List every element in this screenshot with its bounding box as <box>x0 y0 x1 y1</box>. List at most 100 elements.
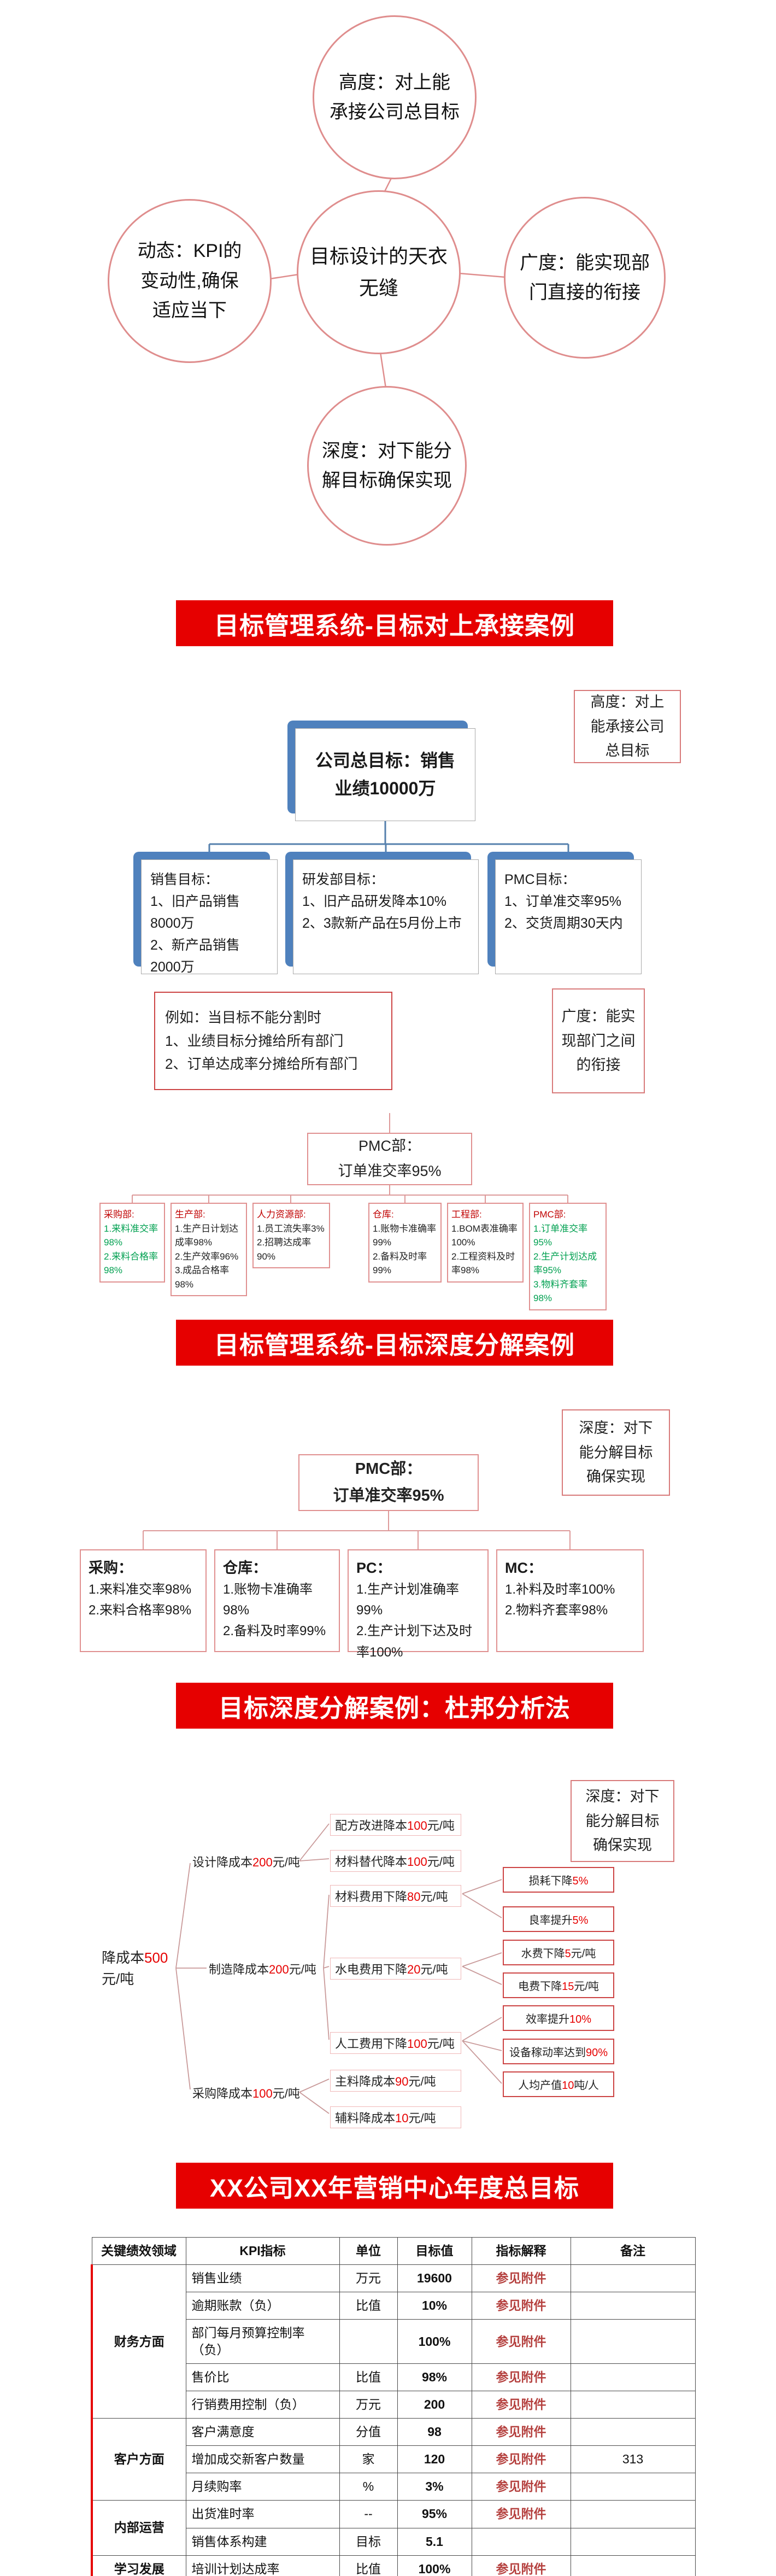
explain-cell: 参见附件 <box>471 2319 571 2364</box>
pmc-child-items: 1.生产日计划达成率98% 2.生产效率96% 3.成品合格率98% <box>175 1223 239 1290</box>
group-cell-learning: 学习发展 <box>91 2555 186 2576</box>
pmc-child-purchasing: 采购部: 1.来料准交率98% 2.来料合格率98% <box>99 1203 165 1283</box>
kpi-cell: 增加成交新客户数量 <box>185 2445 340 2474</box>
note-box: 例如：当目标不能分割时 1、业绩目标分摊给所有部门 2、订单达成率分摊给所有部门 <box>154 992 392 1090</box>
node-post: 元/吨 <box>427 2037 455 2051</box>
unit-cell: 比值 <box>339 2555 398 2576</box>
table-header-row: 关键绩效领域 KPI指标 单位 目标值 指标解释 备注 <box>91 2237 696 2265</box>
node-pre: 材料替代降本 <box>335 1855 408 1869</box>
depth-box-title: 仓库： <box>223 1560 267 1576</box>
dupont-l4-efficiency: 效率提升10% <box>503 2005 614 2031</box>
kpi-cell: 销售业绩 <box>185 2264 340 2293</box>
explain-cell <box>471 2527 571 2556</box>
dupont-l4-water: 水费下降5元/吨 <box>503 1940 614 1965</box>
note-cell <box>570 2500 696 2528</box>
circle-dynamic: 动态：KPI的 变动性,确保 适应当下 <box>108 199 272 363</box>
depth-box-purchasing: 采购： 1.来料准交率98% 2.来料合格率98% <box>80 1549 207 1652</box>
pmc-child-production: 生产部: 1.生产日计划达成率98% 2.生产效率96% 3.成品合格率98% <box>171 1203 247 1296</box>
tag-depth-label-1: 深度：对下 能分解目标 确保实现 <box>562 1409 670 1496</box>
pmc-child-pmc: PMC部: 1.订单准交率95% 2.生产计划达成率95% 3.物料齐套率98% <box>529 1203 607 1310</box>
node-pre: 损耗下降 <box>528 1875 573 1887</box>
pmc-child-title: 工程部: <box>451 1209 482 1220</box>
node-num: 90 <box>395 2075 409 2088</box>
node-pre: 效率提升 <box>525 2013 569 2025</box>
dept-goal-sales: 销售目标： 1、旧产品销售8000万 2、新产品销售2000万 <box>133 852 278 975</box>
pmc-child-title: 人力资源部: <box>257 1209 306 1220</box>
node-num: 5% <box>572 1915 589 1927</box>
node-num: 200 <box>252 1855 273 1869</box>
dupont-l4-yield: 良率提升5% <box>503 1906 614 1932</box>
pmc-child-engineering: 工程部: 1.BOM表准确率100% 2.工程资料及时率98% <box>447 1203 524 1283</box>
dupont-l4-electricity: 电费下降15元/吨 <box>503 1972 614 1998</box>
dupont-l4-output-per-capita: 人均产值10吨/人 <box>503 2071 614 2097</box>
banner-goal-alignment: 目标管理系统-目标对上承接案例 <box>176 600 613 646</box>
dupont-root-num: 500 <box>144 1949 168 1966</box>
dupont-root: 降成本500元/吨 <box>102 1947 178 1990</box>
unit-cell: 比值 <box>339 2363 398 2392</box>
node-pre: 设计降成本 <box>192 1855 253 1869</box>
node-pre: 良率提升 <box>528 1915 573 1927</box>
unit-cell: 分值 <box>339 2418 398 2446</box>
pmc-child-warehouse: 仓库: 1.账物卡准确率99% 2.备料及时率99% <box>368 1203 442 1283</box>
note-cell <box>570 2264 696 2293</box>
dupont-root-post: 元/吨 <box>102 1971 134 1987</box>
kpi-cell: 出货准时率 <box>185 2500 340 2528</box>
circle-height: 高度：对上能 承接公司总目标 <box>313 15 477 179</box>
node-num: 20 <box>407 1963 421 1976</box>
node-pre: 材料费用下降 <box>335 1890 408 1904</box>
node-num: 10 <box>395 2111 409 2125</box>
note-cell <box>570 2473 696 2501</box>
pmc-child-items: 1.账物卡准确率99% 2.备料及时率99% <box>373 1223 437 1276</box>
circle-center: 目标设计的天衣 无缝 <box>297 190 461 354</box>
table-row: 学习发展 培训计划达成率 比值 100% 参见附件 <box>91 2555 696 2576</box>
node-pre: 配方改进降本 <box>335 1819 408 1833</box>
kpi-cell: 销售体系构建 <box>185 2527 340 2556</box>
node-post: 元/吨 <box>571 1948 596 1960</box>
explain-cell: 参见附件 <box>471 2473 571 2501</box>
target-cell: 98% <box>397 2363 472 2392</box>
target-cell: 5.1 <box>397 2527 472 2556</box>
node-pre: 制造降成本 <box>209 1963 269 1976</box>
dupont-l3-aux-material: 辅料降成本10元/吨 <box>330 2106 461 2128</box>
note-cell <box>570 2363 696 2392</box>
dupont-l4-utilization: 设备稼动率达到90% <box>503 2039 614 2064</box>
table-header: 指标解释 <box>471 2237 571 2265</box>
node-num: 100 <box>407 1855 427 1869</box>
depth-box-title: 采购： <box>89 1560 133 1576</box>
depth-box-warehouse: 仓库： 1.账物卡准确率98% 2.备料及时率99% <box>214 1549 340 1652</box>
table-row: 月续购率 % 3% 参见附件 <box>92 2473 696 2501</box>
node-post: 元/吨 <box>289 1963 316 1976</box>
depth-box-pc: PC： 1.生产计划准确率99% 2.生产计划下达及时率100% <box>348 1549 489 1660</box>
node-pre: 人工费用下降 <box>335 2037 408 2051</box>
depth-box-items: 1.补料及时率100% 2.物料齐套率98% <box>505 1582 615 1618</box>
table-header: 关键绩效领域 <box>91 2237 186 2265</box>
group-cell-customer: 客户方面 <box>91 2418 186 2501</box>
tag-breadth-label: 广度：能实 现部门之间 的衔接 <box>552 988 645 1093</box>
banner-depth-decomposition: 目标管理系统-目标深度分解案例 <box>176 1320 613 1366</box>
pmc-child-items: 1.员工流失率3% 2.招聘达成率90% <box>257 1223 325 1262</box>
node-pre: 采购降成本 <box>192 2087 253 2100</box>
pmc-child-title: 生产部: <box>175 1209 205 1220</box>
explain-cell: 参见附件 <box>471 2418 571 2446</box>
node-num: 15 <box>562 1981 574 1993</box>
note-cell <box>570 2391 696 2419</box>
unit-cell: % <box>339 2473 398 2501</box>
node-pre: 水电费用下降 <box>335 1963 408 1976</box>
pmc-root-box-2: PMC部： 订单准交率95% <box>298 1454 479 1511</box>
target-cell: 98 <box>397 2418 472 2446</box>
dupont-l4-loss: 损耗下降5% <box>503 1867 614 1893</box>
node-post: 元/吨 <box>427 1819 455 1833</box>
kpi-cell: 部门每月预算控制率（负） <box>185 2319 340 2364</box>
circle-breadth-text: 广度：能实现部 门直接的衔接 <box>520 252 650 303</box>
dupont-l2-design: 设计降成本200元/吨 <box>192 1853 300 1870</box>
note-cell <box>570 2555 696 2576</box>
kpi-cell: 培训计划达成率 <box>185 2555 340 2576</box>
table-header: 备注 <box>570 2237 696 2265</box>
note-cell <box>570 2527 696 2556</box>
node-post: 元/吨 <box>408 2075 436 2088</box>
depth-box-items: 1.生产计划准确率99% 2.生产计划下达及时率100% <box>356 1582 473 1660</box>
circle-height-text: 高度：对上能 承接公司总目标 <box>330 72 460 122</box>
pmc-child-items: 1.BOM表准确率100% 2.工程资料及时率98% <box>451 1223 518 1276</box>
node-post: 吨/人 <box>574 2080 599 2092</box>
node-num: 100 <box>407 2037 427 2051</box>
